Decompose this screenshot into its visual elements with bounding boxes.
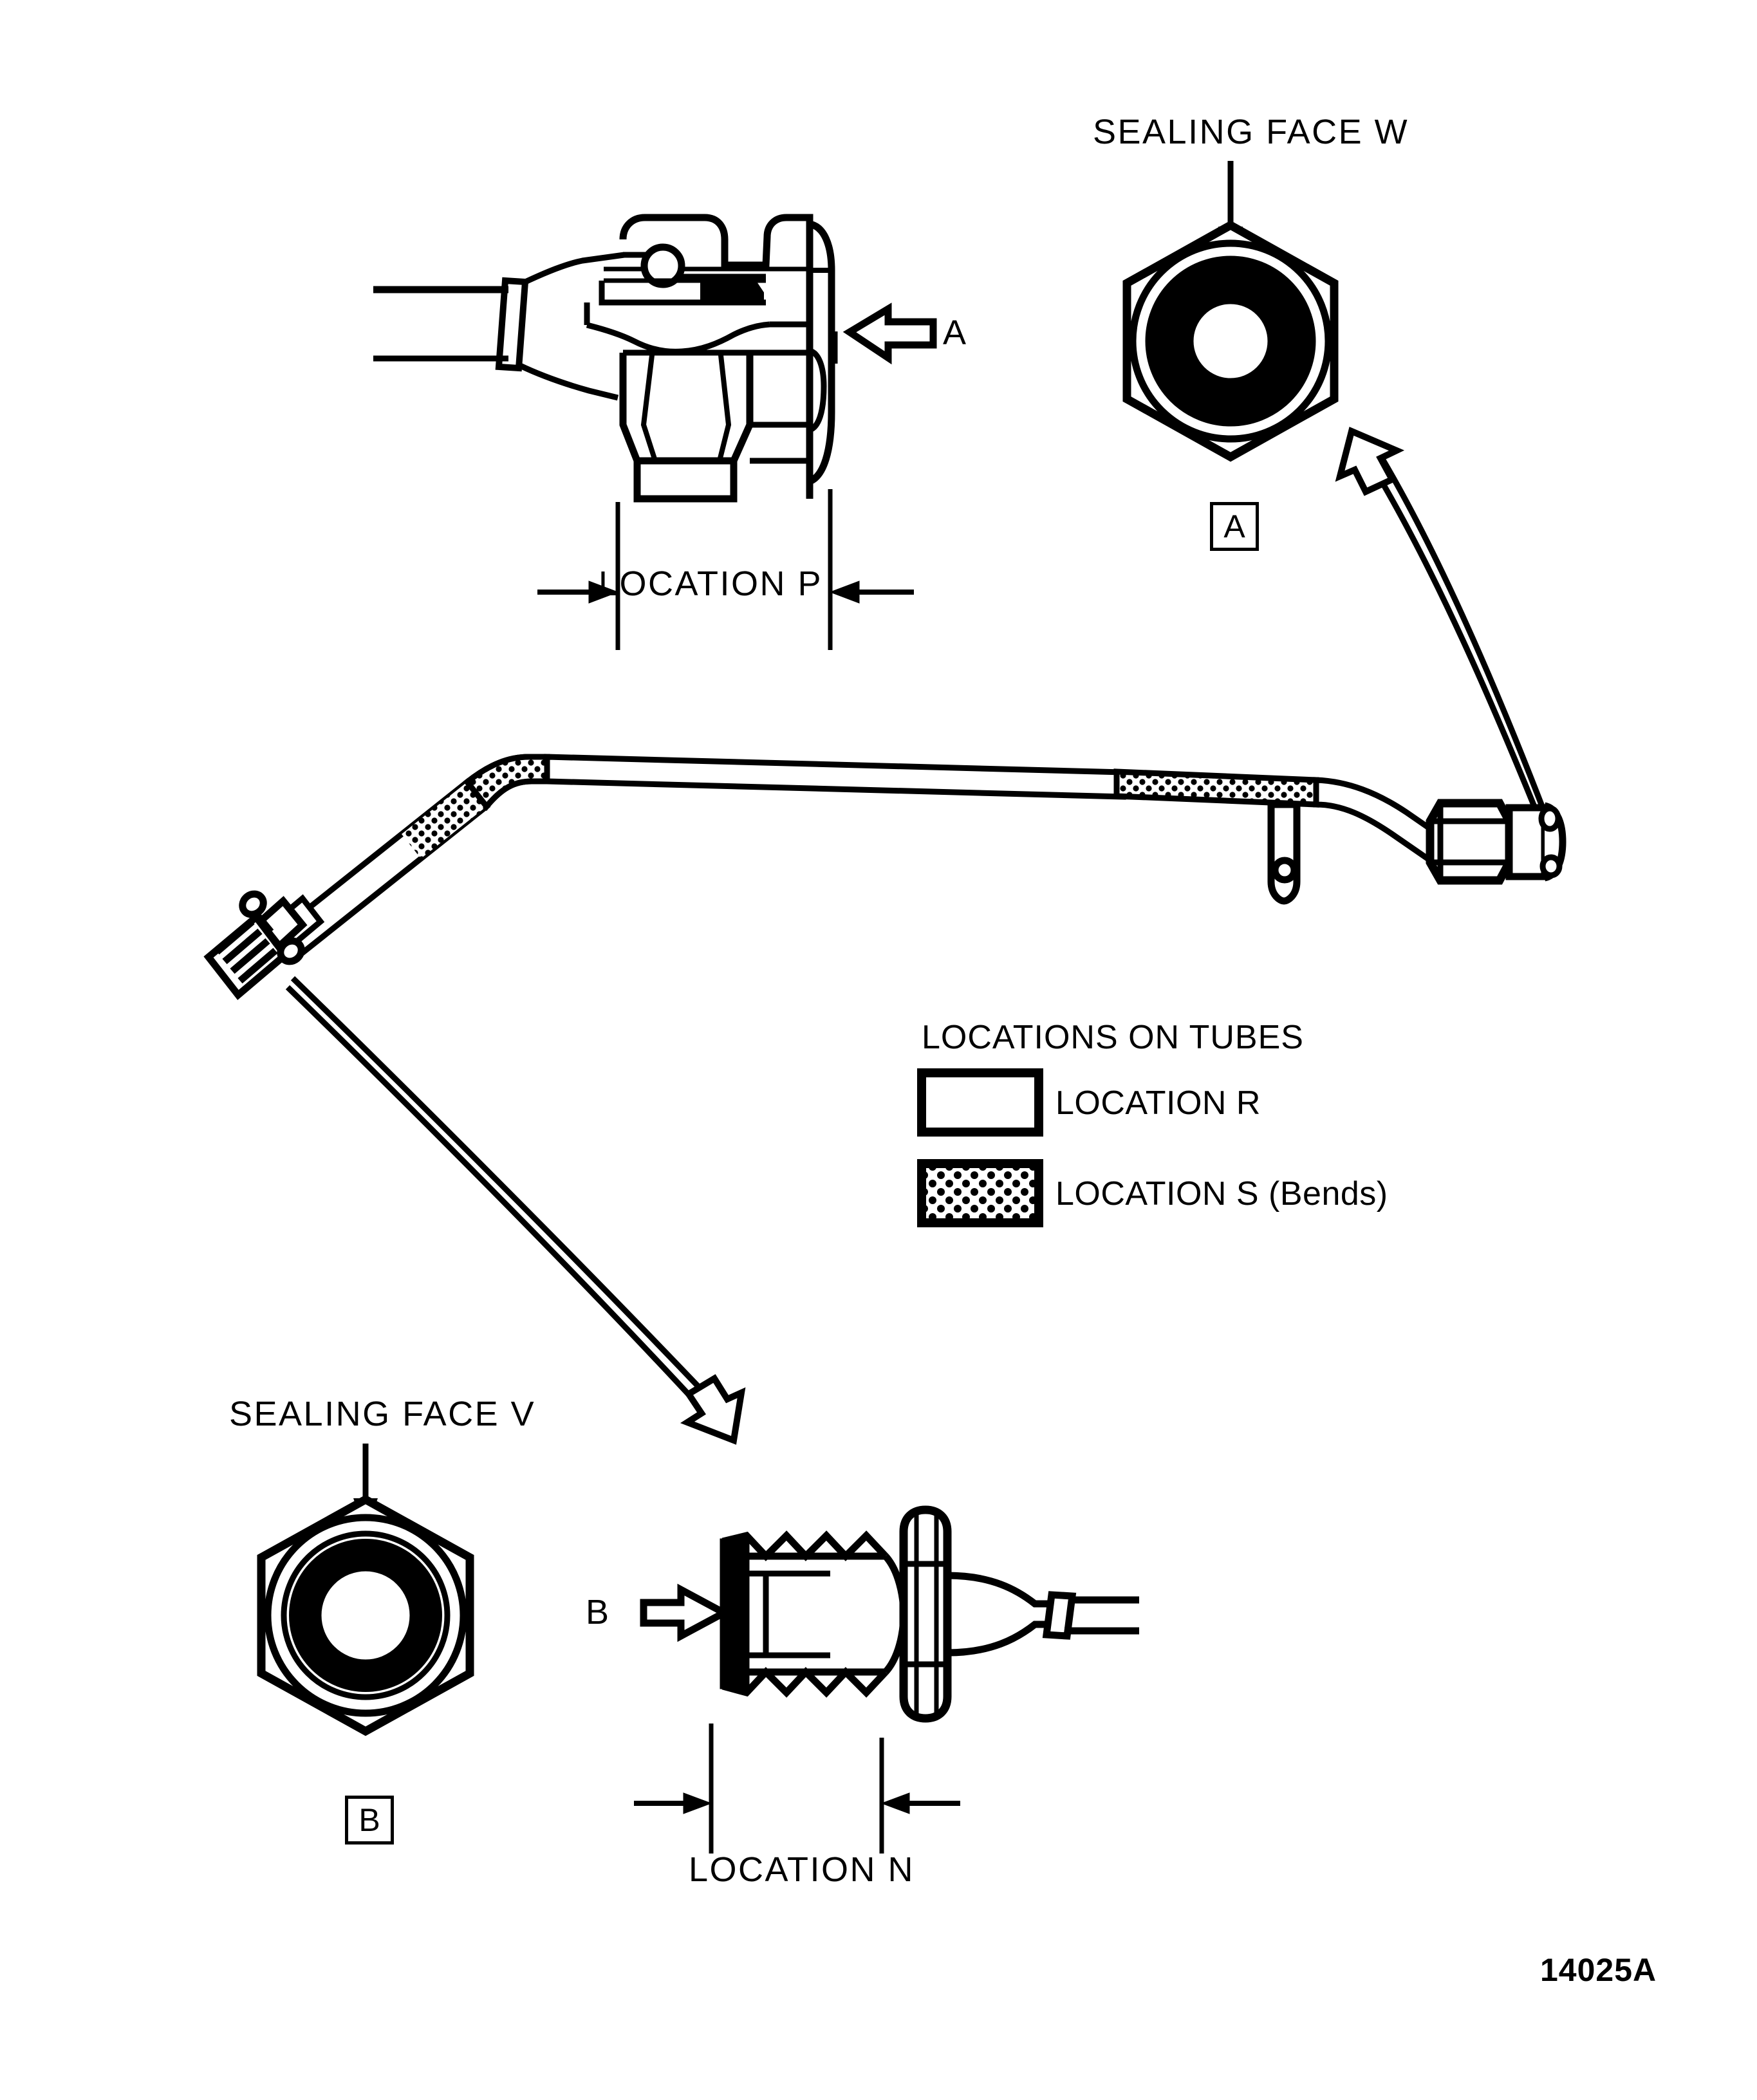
tube-end-fitting-right — [1426, 799, 1566, 885]
view-id-a-badge: A — [1210, 502, 1259, 551]
hex-nut-end-view-a — [1122, 161, 1339, 462]
block-arrow-left-icon — [832, 302, 937, 365]
curved-leader-arrow-up-icon — [1335, 427, 1549, 817]
elbow-fitting-side-view — [373, 214, 835, 503]
sealing-face-v-label: SEALING FACE V — [229, 1395, 536, 1433]
legend-swatch-location-s — [917, 1159, 1043, 1227]
threaded-fitting-side-view — [634, 1505, 1139, 1854]
block-arrow-right-icon — [640, 1583, 732, 1642]
hex-nut-end-view-b — [257, 1444, 474, 1736]
legend-item-location-s: LOCATION S (Bends) — [1055, 1175, 1388, 1213]
dimension-location-p — [537, 489, 914, 650]
location-p-label: LOCATION P — [599, 564, 823, 603]
figure-number: 14025A — [1540, 1952, 1657, 1988]
location-n-label: LOCATION N — [689, 1850, 915, 1889]
curved-leader-arrow-down-icon — [285, 976, 746, 1445]
legend-swatch-location-r — [917, 1068, 1043, 1137]
sealing-face-w-label: SEALING FACE W — [1093, 113, 1409, 151]
view-arrow-a-label: A — [943, 313, 968, 352]
dimension-location-n — [634, 1724, 960, 1854]
mounting-bracket-tab — [1267, 801, 1301, 905]
view-id-b-badge: B — [345, 1796, 394, 1844]
view-arrow-b-label: B — [586, 1593, 611, 1631]
legend-title: LOCATIONS ON TUBES — [922, 1019, 1304, 1056]
legend-item-location-r: LOCATION R — [1055, 1084, 1261, 1122]
tube-assembly — [203, 754, 1566, 1000]
tube-end-fitting-left — [203, 890, 325, 1000]
